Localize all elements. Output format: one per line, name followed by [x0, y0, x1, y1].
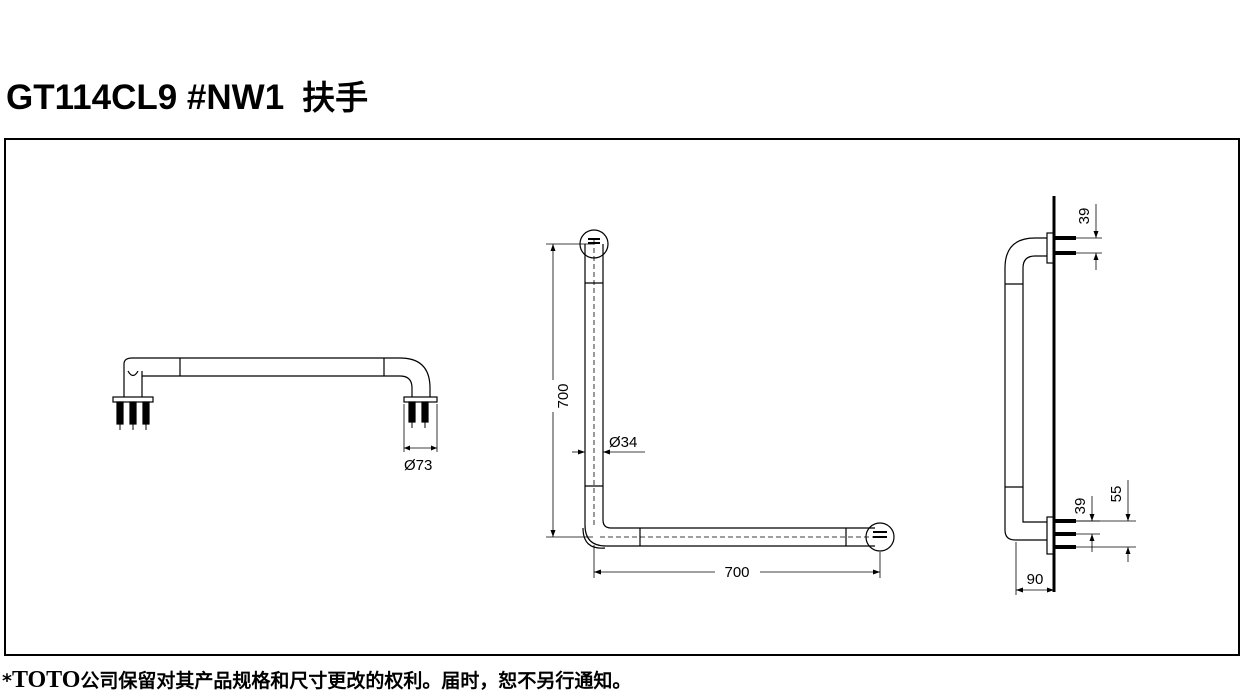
model-number: GT114CL9 #NW1 — [6, 78, 285, 117]
brand-name: TOTO — [11, 667, 81, 693]
vertical-length-label: 700 — [555, 383, 572, 408]
footnote-text: 公司保留对其产品规格和尺寸更改的权利。届时，恕不另行通知。 — [80, 670, 632, 692]
bottom-fix-offset-label: 55 — [1108, 486, 1125, 503]
wall-projection-label: 90 — [1027, 571, 1044, 588]
disclaimer-footnote: *TOTO公司保留对其产品规格和尺寸更改的权利。届时，恕不另行通知。 — [2, 666, 631, 694]
tube-diameter-label: Ø34 — [609, 434, 637, 451]
product-name: 扶手 — [302, 78, 369, 117]
top-view — [112, 357, 438, 452]
side-view — [1004, 196, 1136, 595]
top-fix-spacing-label: 39 — [1076, 208, 1093, 225]
front-view — [546, 229, 895, 578]
page-title: GT114CL9 #NW1 扶手 — [6, 80, 368, 115]
horizontal-length-label: 700 — [724, 564, 749, 581]
drawing-frame — [4, 138, 1240, 656]
flange-diameter-label: Ø73 — [404, 457, 432, 474]
bottom-fix-spacing-label: 39 — [1072, 498, 1089, 515]
footnote-asterisk: * — [2, 670, 12, 692]
